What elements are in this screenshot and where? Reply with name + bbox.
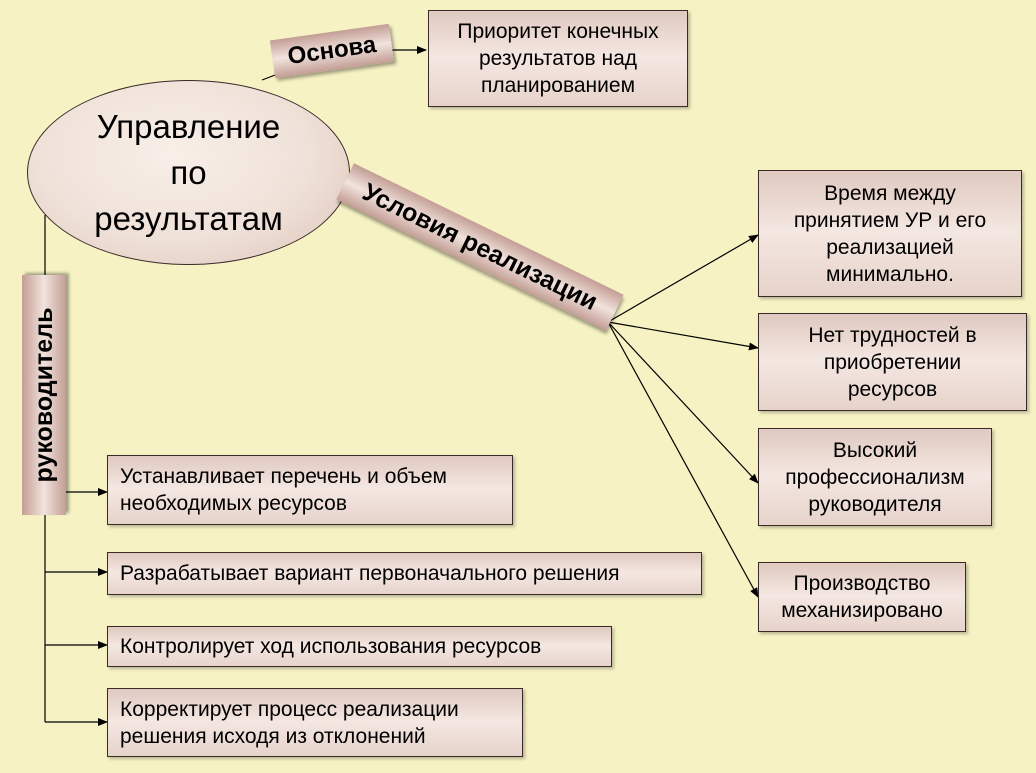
central-title: Управление по результатам [94,107,283,237]
task-box-2: Разрабатывает вариант первоначального ре… [107,552,702,595]
condition-box-4: Производство механизировано [758,562,966,632]
tag-manager: руководитель [22,275,66,515]
condition-box-2: Нет трудностей в приобретении ресурсов [758,313,1027,411]
task-box-3: Контролирует ход использования ресурсов [107,626,612,667]
task-box-4: Корректирует процесс реализации решения … [107,688,523,757]
arrow-condition-1 [607,234,759,323]
condition-box-1: Время между принятием УР и его реализаци… [758,170,1022,297]
tag-basis-label: Основа [286,30,378,71]
basis-box: Приоритет конечных результатов над плани… [428,10,688,107]
arrow-condition-4 [607,321,759,598]
task-box-1: Устанавливает перечень и объем необходим… [107,455,513,525]
arrow-condition-3 [607,321,759,484]
central-ellipse: Управление по результатам [27,80,350,265]
arrow-condition-2 [607,321,759,351]
condition-box-3: Высокий профессионализм руководителя [758,428,992,526]
tag-manager-label: руководитель [29,307,58,483]
